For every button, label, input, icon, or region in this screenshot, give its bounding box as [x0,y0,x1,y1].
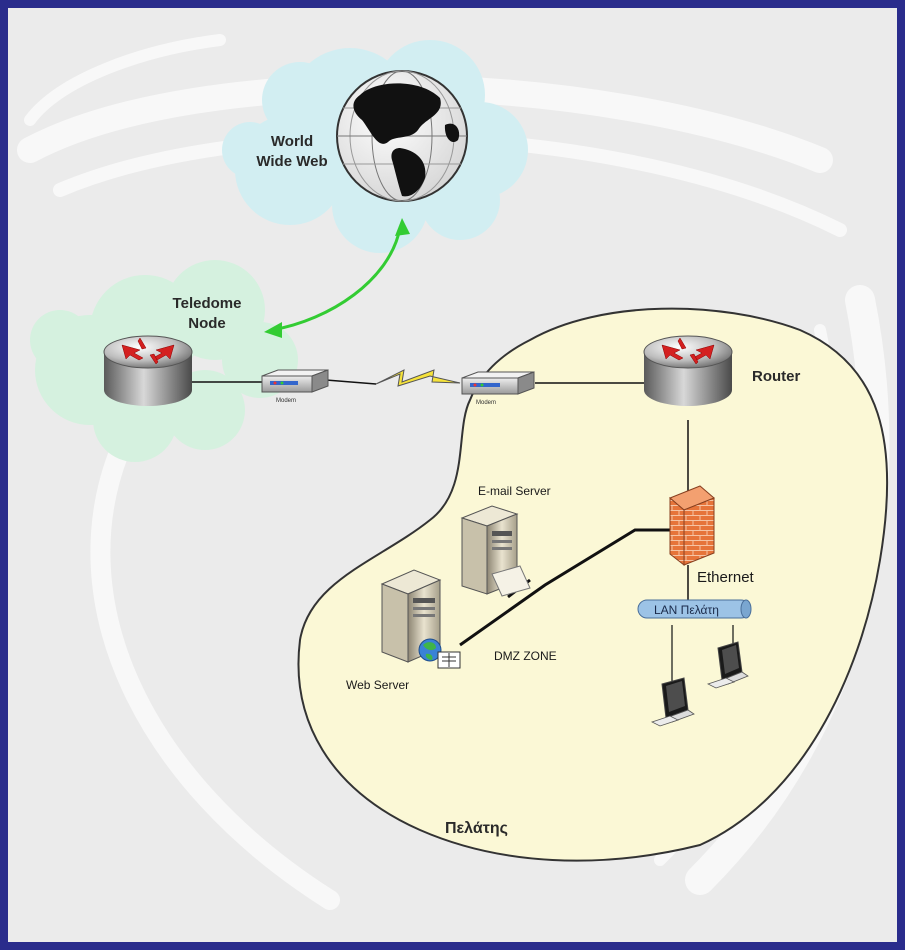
lan-label: LAN Πελάτη [654,603,719,617]
modem-left-label: Modem [276,398,296,404]
ethernet-label: Ethernet [697,569,755,586]
client-zone-area [297,307,889,862]
client-router-icon [643,335,733,406]
web-page-icon [437,651,461,669]
workstation-icon [650,677,695,727]
teledome-label-line2: Node [188,315,226,332]
modem-right-label: Modem [476,400,496,406]
lan-segment: LAN Πελάτη [637,599,752,619]
teledome-label: Teledome Node [173,295,242,332]
modem-right-icon: Modem [461,371,535,406]
workstation-icon [706,641,749,689]
dmz-zone-label: DMZ ZONE [494,649,557,663]
email-server-icon [460,505,531,597]
globe-icon [336,70,468,202]
teledome-router-icon [103,335,193,406]
modem-left-icon: Modem [261,369,329,404]
teledome-label-line1: Teledome [173,295,242,312]
network-cables [190,379,734,690]
router-label: Router [752,368,800,385]
web-server-icon [380,569,442,663]
www-label-line2: Wide Web [256,153,327,170]
web-server-label: Web Server [346,678,409,692]
email-server-label: E-mail Server [478,484,551,498]
web-globe-icon [418,638,442,662]
www-label: World Wide Web [256,133,327,170]
lightning-icon [375,369,461,387]
internet-link [264,218,410,338]
client-zone-label: Πελάτης [445,820,508,837]
firewall-icon [669,485,715,567]
www-label-line1: World [271,133,313,150]
